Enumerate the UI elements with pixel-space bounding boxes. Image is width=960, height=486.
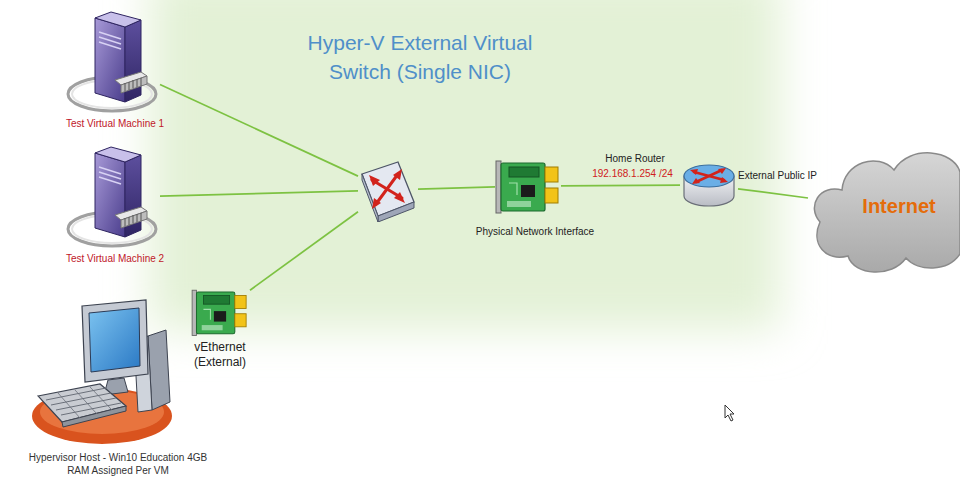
node-label: 192.168.1.254 /24 (585, 168, 680, 181)
network-link (418, 187, 495, 189)
home-router: Home Router 192.168.1.254 /24 (585, 148, 743, 218)
virtual-switch (358, 158, 418, 222)
network-link (160, 191, 358, 196)
network-link (160, 84, 358, 176)
network-link (738, 189, 808, 198)
internet-cloud: Internet (808, 138, 960, 278)
virtual-nic-icon (190, 285, 250, 339)
mouse-cursor (725, 405, 734, 421)
virtual-nic: vEthernet (External) (180, 283, 260, 372)
hypervisor-host: Hypervisor Host - Win10 Education 4GB RA… (28, 298, 208, 482)
network-link (250, 212, 358, 290)
node-label: Test Virtual Machine 1 (55, 118, 175, 131)
virtual-switch-icon (358, 158, 418, 222)
home-router-icon (680, 158, 738, 212)
node-label: Internet (838, 194, 960, 219)
node-label: Physical Network Interface (465, 226, 605, 239)
link-label: External Public IP (737, 170, 818, 181)
physical-nic-icon (495, 155, 561, 217)
virtual-machine: Test Virtual Machine 2 (55, 143, 175, 278)
network-link (561, 185, 680, 187)
virtual-machine-icon (65, 145, 160, 250)
node-label: vEthernet (External) (180, 340, 260, 370)
node-label: Test Virtual Machine 2 (55, 253, 175, 266)
diagram-title: Hyper-V External Virtual Switch (Single … (300, 28, 540, 86)
virtual-machine-icon (65, 10, 160, 115)
switch-region (150, 0, 780, 330)
virtual-machine: Test Virtual Machine 1 (55, 8, 175, 143)
node-label: Home Router (595, 153, 675, 166)
physical-nic: Physical Network Interface (465, 150, 605, 245)
node-label: Hypervisor Host - Win10 Education 4GB RA… (28, 452, 208, 477)
hypervisor-host-icon (30, 298, 180, 448)
